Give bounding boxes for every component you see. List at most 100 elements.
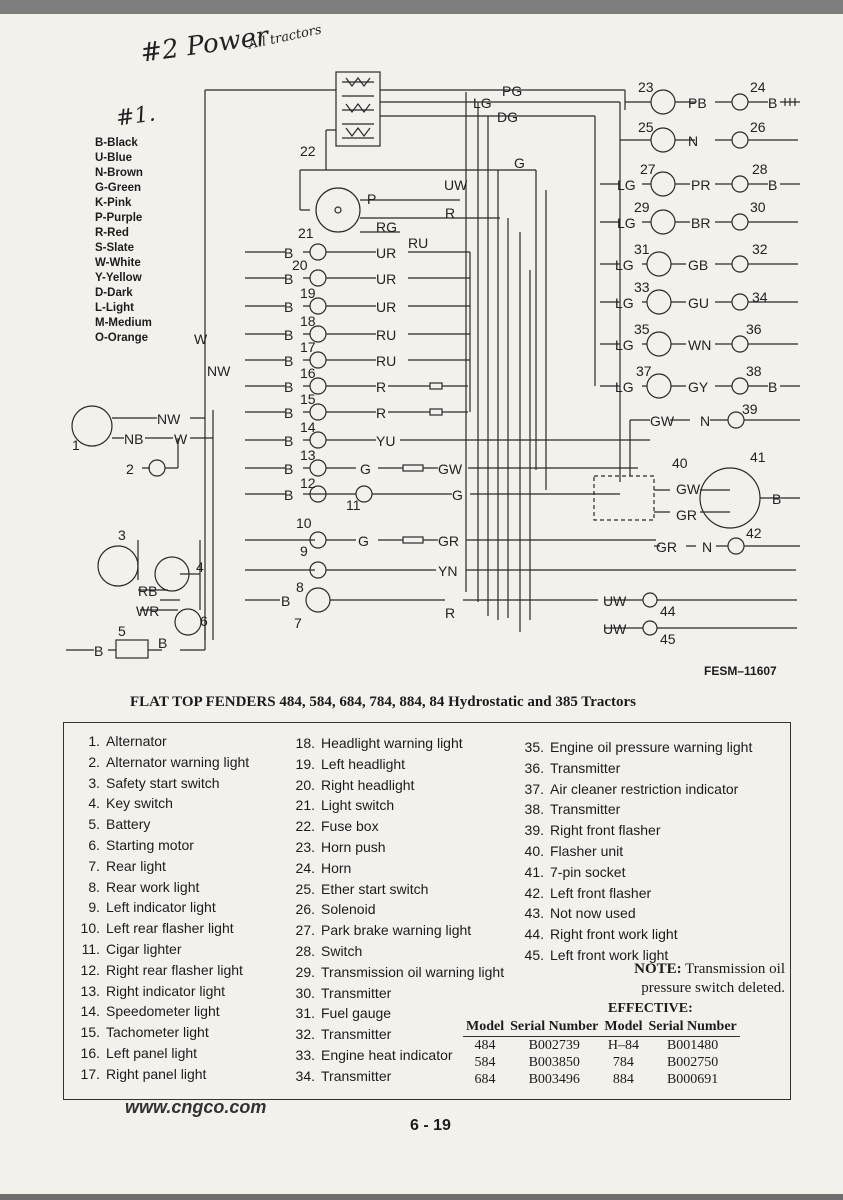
svg-text:4: 4 xyxy=(196,559,204,575)
table-cell: B001480 xyxy=(666,1038,719,1053)
svg-text:R: R xyxy=(445,205,455,221)
svg-text:26: 26 xyxy=(750,119,766,135)
component-number: 20. xyxy=(295,776,315,793)
legend-item: D-Dark xyxy=(95,287,133,299)
svg-text:B: B xyxy=(768,95,777,111)
svg-text:NB: NB xyxy=(124,431,143,447)
svg-text:33: 33 xyxy=(634,279,650,295)
table-header: Serial Number xyxy=(507,1018,602,1037)
svg-text:R: R xyxy=(376,379,386,395)
component-item: 18.Headlight warning light xyxy=(293,733,504,754)
component-item: 22.Fuse box xyxy=(293,816,504,837)
svg-text:PR: PR xyxy=(691,177,710,193)
component-number: 34. xyxy=(295,1067,315,1084)
svg-text:18: 18 xyxy=(300,313,316,329)
wiring-diagram: PG LG DG G UW R RG RU P UR UR UR RU RU R… xyxy=(66,71,800,659)
svg-text:N: N xyxy=(702,539,712,555)
component-label: Transmitter xyxy=(321,1067,392,1084)
component-item: 2.Alternator warning light xyxy=(78,752,249,773)
svg-text:32: 32 xyxy=(752,241,768,257)
component-label: Rear light xyxy=(106,857,166,874)
svg-text:23: 23 xyxy=(638,79,654,95)
flasher-unit xyxy=(593,475,655,521)
component-item: 26.Solenoid xyxy=(293,899,504,920)
component-number: 10. xyxy=(80,920,100,937)
component-item: 38.Transmitter xyxy=(522,799,752,820)
component-item: 12.Right rear flasher light xyxy=(78,960,249,981)
table-cell: B003850 xyxy=(528,1055,580,1070)
component-number: 38. xyxy=(524,801,544,818)
effective-label: EFFECTIVE: xyxy=(608,1001,693,1016)
table-header: Model xyxy=(601,1018,646,1037)
page-title: FLAT TOP FENDERS 484, 584, 684, 784, 884… xyxy=(130,694,637,710)
svg-text:B: B xyxy=(281,593,290,609)
component-label: Cigar lighter xyxy=(106,940,182,957)
svg-text:20: 20 xyxy=(292,257,308,273)
component-number: 7. xyxy=(88,857,100,874)
component-item: 13.Right indicator light xyxy=(78,981,249,1002)
component-item: 25.Ether start switch xyxy=(293,879,504,900)
legend-item: R-Red xyxy=(95,227,129,239)
svg-text:W: W xyxy=(194,331,208,347)
component-label: Transmitter xyxy=(321,1026,392,1043)
battery xyxy=(115,639,149,659)
component-label: Park brake warning light xyxy=(321,922,472,939)
component-item: 15.Tachometer light xyxy=(78,1022,249,1043)
right-column-components xyxy=(600,89,800,399)
svg-text:35: 35 xyxy=(634,321,650,337)
svg-text:R: R xyxy=(445,605,455,621)
component-number: 39. xyxy=(524,822,544,839)
component-number: 37. xyxy=(524,780,544,797)
svg-text:45: 45 xyxy=(660,631,676,647)
website-link[interactable]: www.cngco.com xyxy=(125,1097,267,1117)
svg-text:9: 9 xyxy=(300,543,308,559)
component-label: Right headlight xyxy=(321,776,415,793)
component-item: 19.Left headlight xyxy=(293,754,504,775)
svg-text:YN: YN xyxy=(438,563,457,579)
legend-item: L-Light xyxy=(95,302,134,314)
component-item: 3.Safety start switch xyxy=(78,773,249,794)
svg-text:40: 40 xyxy=(672,455,688,471)
svg-text:GW: GW xyxy=(650,413,675,429)
svg-text:39: 39 xyxy=(742,401,758,417)
component-label: Not now used xyxy=(550,905,636,922)
legend-item: S-Slate xyxy=(95,242,134,254)
component-number: 27. xyxy=(295,922,315,939)
note-label: NOTE: xyxy=(634,961,682,977)
component-label: Engine heat indicator xyxy=(321,1046,453,1063)
component-number: 36. xyxy=(524,759,544,776)
component-label: Transmitter xyxy=(550,759,621,776)
svg-text:B: B xyxy=(284,271,293,287)
svg-text:B: B xyxy=(284,353,293,369)
svg-text:NW: NW xyxy=(207,363,231,379)
svg-text:UW: UW xyxy=(444,177,468,193)
svg-text:B: B xyxy=(284,379,293,395)
svg-text:UW: UW xyxy=(603,621,627,637)
svg-text:LG: LG xyxy=(617,215,636,231)
component-item: 7. Rear light xyxy=(78,856,249,877)
svg-text:31: 31 xyxy=(634,241,650,257)
light-switch xyxy=(315,187,361,233)
svg-text:13: 13 xyxy=(300,447,316,463)
component-item: 6.Starting motor xyxy=(78,835,249,856)
svg-text:30: 30 xyxy=(750,199,766,215)
component-number: 45. xyxy=(524,946,544,963)
seven-pin-socket xyxy=(699,467,761,529)
svg-text:GU: GU xyxy=(688,295,709,311)
table-cell: 484 xyxy=(474,1038,496,1053)
bottom-bar xyxy=(0,1194,843,1200)
component-number: 33. xyxy=(295,1046,315,1063)
component-label: Right panel light xyxy=(106,1065,207,1082)
component-label: Left rear flasher light xyxy=(106,920,234,937)
component-number: 19. xyxy=(295,755,315,772)
svg-text:3: 3 xyxy=(118,527,126,543)
svg-text:19: 19 xyxy=(300,285,316,301)
svg-text:G: G xyxy=(452,487,463,503)
component-label: Right front work light xyxy=(550,926,678,943)
component-number: 18. xyxy=(295,735,315,751)
svg-text:UR: UR xyxy=(376,299,396,315)
svg-text:6: 6 xyxy=(200,613,208,629)
table-cell: H–84 xyxy=(607,1038,639,1053)
component-item: 8.Rear work light xyxy=(78,877,249,898)
